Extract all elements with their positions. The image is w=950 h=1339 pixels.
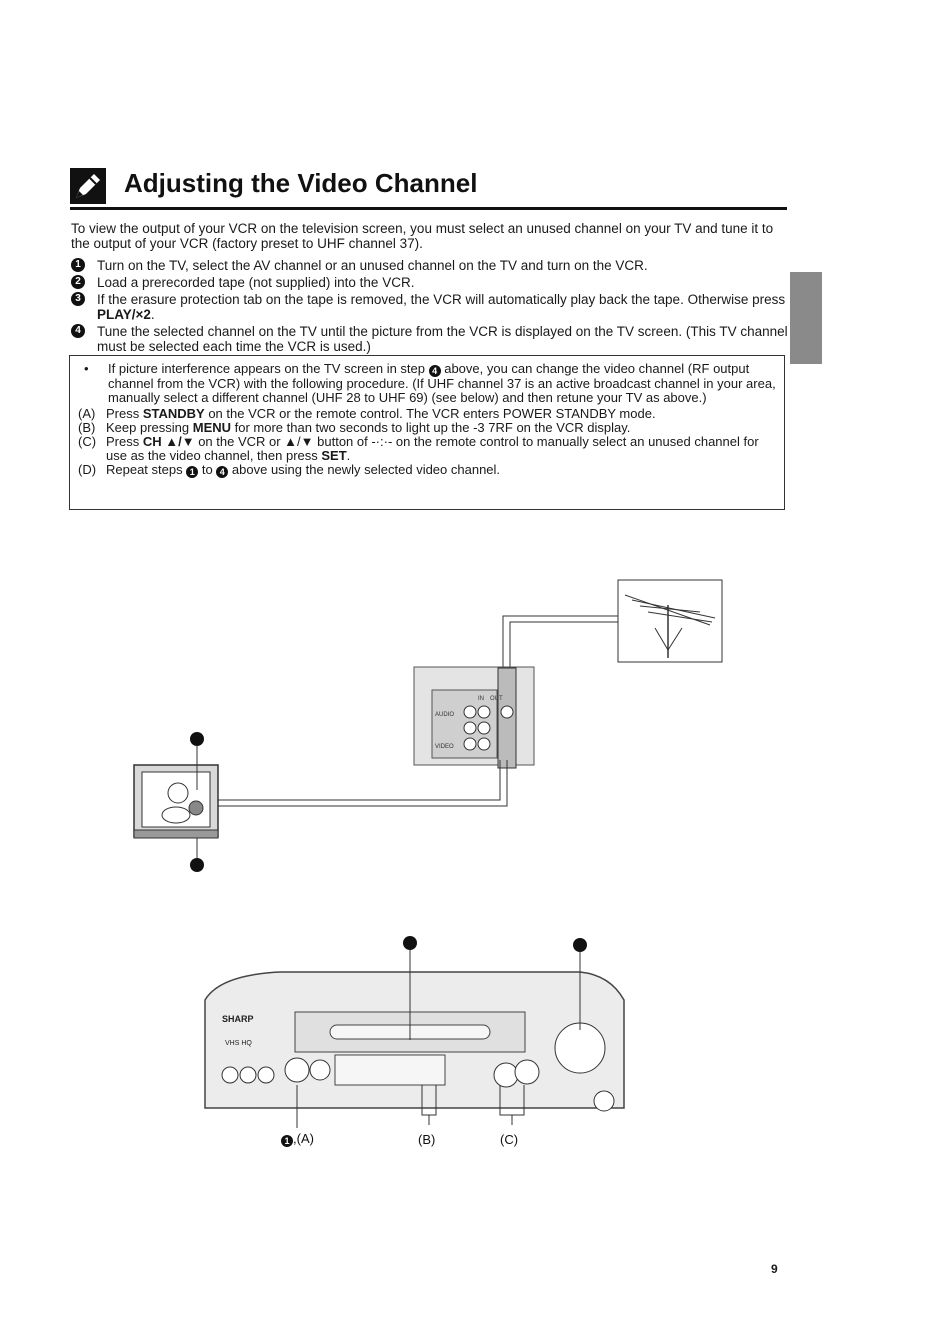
text-a: Press: [106, 434, 143, 449]
step-text: If the erasure protection tab on the tap…: [97, 292, 786, 307]
text-c: above using the newly selected video cha…: [228, 462, 501, 477]
procedure-label: (B): [78, 420, 96, 435]
page-title: Adjusting the Video Channel: [124, 168, 478, 198]
step-item: 3 If the erasure protection tab on the t…: [71, 292, 789, 322]
menu-label: MENU: [192, 420, 232, 435]
pencil-icon: [70, 168, 106, 204]
audio-jack-label: AUDIO: [435, 712, 454, 718]
text-b: to: [198, 462, 217, 477]
procedure-text: Press STANDBY on the VCR or the remote c…: [106, 407, 656, 421]
note-intro: • If picture interference appears on the…: [78, 362, 776, 405]
inline-step-number: 1: [186, 466, 199, 478]
step-text: Load a prerecorded tape (not supplied) i…: [97, 275, 415, 290]
step-item: 1 Turn on the TV, select the AV channel …: [71, 258, 789, 273]
inline-step-number: 1: [281, 1135, 293, 1147]
step-list: 1 Turn on the TV, select the AV channel …: [71, 258, 789, 356]
procedure-text: Repeat steps 1 to 4 above using the newl…: [106, 463, 500, 478]
procedure-text: Press CH ▲/▼ on the VCR or ▲/▼ button of…: [106, 435, 776, 463]
play-button-label: PLAY/×2: [97, 307, 151, 322]
callout-step-2: 2: [403, 936, 417, 950]
procedure-item: (D) Repeat steps 1 to 4 above using the …: [78, 463, 776, 478]
procedure-label: (D): [78, 462, 97, 477]
bullet: •: [84, 361, 89, 376]
procedure-label: (C): [78, 434, 97, 449]
text-a: Press: [106, 406, 143, 421]
step-number: 3: [71, 292, 85, 306]
antenna-icon: [617, 579, 723, 663]
inline-step-number: 4: [428, 365, 441, 377]
step-item: 4 Tune the selected channel on the TV un…: [71, 324, 789, 354]
note-box: • If picture interference appears on the…: [69, 355, 785, 510]
vcr-brand-logo: SHARP: [222, 1014, 254, 1024]
inline-step-number: 4: [216, 466, 229, 478]
vcr-rear-panel: [413, 666, 535, 769]
text-b: for more than two seconds to light up th…: [231, 420, 631, 435]
ch-label: CH ▲/▼: [142, 434, 195, 449]
step-item: 2 Load a prerecorded tape (not supplied)…: [71, 275, 789, 290]
text-b: on the VCR or ▲/▼ button of -·:·- on the…: [106, 434, 759, 463]
note-text: If picture interference appears on the T…: [108, 362, 776, 405]
set-label: SET: [321, 448, 347, 463]
text-c: .: [346, 448, 351, 463]
procedure-item: (B) Keep pressing MENU for more than two…: [78, 421, 776, 435]
procedure-list: (A) Press STANDBY on the VCR or the remo…: [78, 407, 776, 478]
rf-cable: [217, 760, 508, 807]
text-a: Keep pressing: [106, 420, 193, 435]
step-text: Turn on the TV, select the AV channel or…: [97, 258, 648, 273]
video-jack-label: VIDEO: [435, 744, 454, 750]
label-a-text: ,(A): [293, 1131, 314, 1146]
text-a: Repeat steps: [106, 462, 187, 477]
step-text: Tune the selected channel on the TV unti…: [97, 324, 788, 354]
tv-set-icon: [133, 745, 219, 858]
page-number: 9: [771, 1262, 778, 1276]
procedure-label: (A): [78, 406, 96, 421]
title-underline: [70, 207, 787, 210]
note-text-b: above, you can change the video channel …: [108, 361, 776, 405]
note-text-a: If picture interference appears on the T…: [108, 361, 429, 376]
callout-step-1: 1: [190, 858, 204, 872]
label-a: 1,(A): [281, 1131, 314, 1147]
step-number: 4: [71, 324, 85, 338]
label-b: (B): [418, 1132, 436, 1147]
step-text-end: .: [150, 307, 155, 322]
vcr-model-label: VHS HQ: [225, 1040, 252, 1047]
callout-step-4: 4: [190, 732, 204, 746]
callout-step-3: 3: [573, 938, 587, 952]
in-jack-label: IN: [478, 696, 484, 702]
procedure-item: (A) Press STANDBY on the VCR or the remo…: [78, 407, 776, 421]
step-number: 2: [71, 275, 85, 289]
out-jack-label: OUT: [490, 696, 503, 702]
text-b: on the VCR or the remote control. The VC…: [204, 406, 656, 421]
step-number: 1: [71, 258, 85, 272]
section-tab: [790, 272, 822, 364]
standby-label: STANDBY: [142, 406, 205, 421]
label-c: (C): [500, 1132, 519, 1147]
vcr-front-panel: [204, 950, 625, 1128]
procedure-text: Keep pressing MENU for more than two sec…: [106, 421, 630, 435]
intro-paragraph: To view the output of your VCR on the te…: [71, 221, 774, 251]
procedure-item: (C) Press CH ▲/▼ on the VCR or ▲/▼ butto…: [78, 435, 776, 463]
antenna-cable: [502, 615, 618, 668]
